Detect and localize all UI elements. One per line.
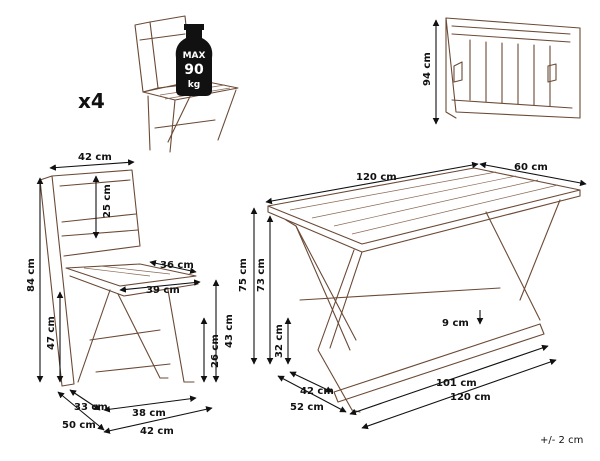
weight-badge: MAX 90 kg [175,24,213,96]
chair-height-label: 84 cm [26,258,37,292]
backrest-height-label: 25 cm [102,184,113,218]
table-height-label: 75 cm [238,258,249,292]
arm-height-label: 43 cm [224,314,235,348]
base-width-inner-label: 38 cm [132,408,166,419]
chair-top-width-label: 42 cm [78,152,112,163]
folded-height-dimension: 94 cm [422,19,440,125]
quantity-label: x4 [78,89,105,113]
chair-dimensions: 42 cm 25 cm 84 cm 36 cm 39 cm 47 cm 43 c… [26,152,235,437]
leg-depth-label: 33 cm [74,402,108,413]
weight-unit: kg [188,80,200,90]
table-lower-bar-label: 32 cm [274,324,285,358]
lower-height-label: 26 cm [210,334,221,368]
seat-depth-label: 39 cm [146,285,180,296]
table-dimensions: 120 cm 60 cm 75 cm 73 cm 32 cm 9 cm 42 c… [238,161,587,430]
table-drawing [267,167,581,413]
table-under-height-label: 73 cm [256,258,267,292]
table-bar-gap-label: 9 cm [442,318,469,329]
seat-depth-inner-label: 36 cm [160,260,194,271]
tolerance-note: +/- 2 cm [540,435,583,446]
table-inner-length-label: 101 cm [436,378,477,389]
folded-height-label: 94 cm [422,52,433,86]
folded-chairs-drawing [445,17,581,119]
seat-height-label: 47 cm [46,316,57,350]
chair-drawing [39,169,199,387]
table-length-label: 120 cm [356,172,397,183]
weight-value: 90 [184,62,204,78]
base-depth-label: 50 cm [62,420,96,431]
table-base-length-label: 120 cm [450,392,491,403]
table-width-label: 60 cm [514,162,548,173]
chair-thumbnail [134,15,239,153]
base-width-label: 42 cm [140,426,174,437]
table-base-width-label: 52 cm [290,402,324,413]
weight-max-label: MAX [183,51,206,61]
table-inner-width-label: 42 cm [300,386,334,397]
